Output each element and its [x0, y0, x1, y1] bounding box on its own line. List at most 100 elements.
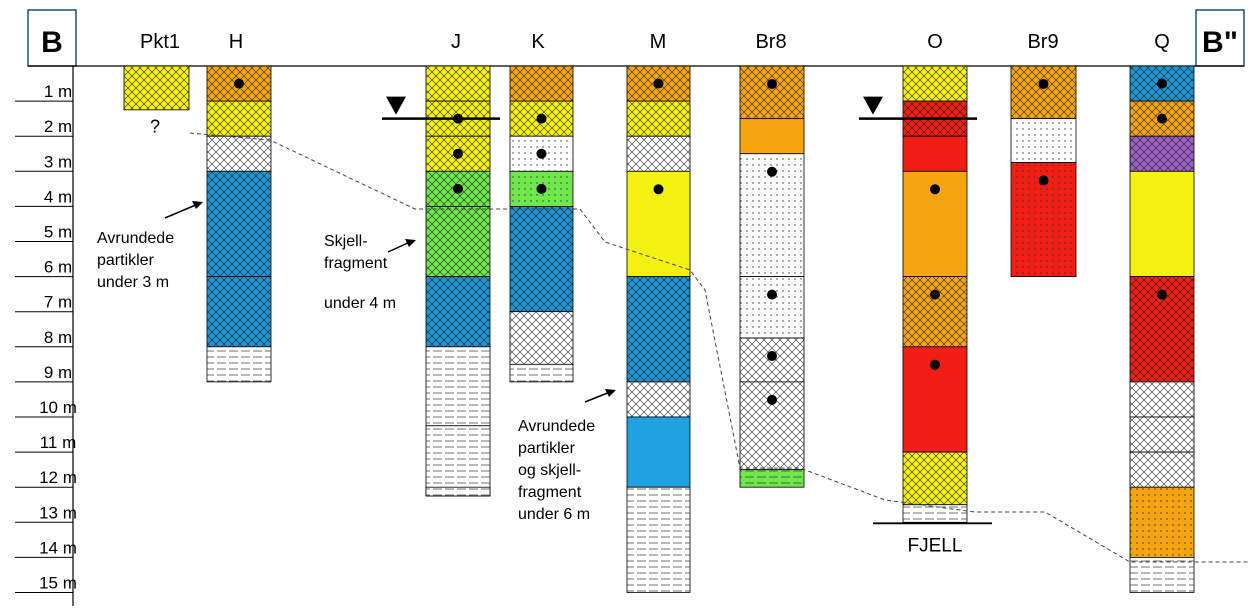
- borehole-q: Q: [1129, 31, 1195, 593]
- sample-point: [453, 183, 463, 194]
- sample-point: [930, 289, 940, 300]
- layer-pattern: [510, 206, 573, 312]
- layer-pattern: [426, 206, 490, 277]
- sample-point: [536, 113, 547, 124]
- layer-pattern: [903, 504, 967, 523]
- layer-pattern: [426, 276, 490, 347]
- layer-pattern: [426, 487, 490, 496]
- layer-pattern: [510, 66, 573, 102]
- borehole-name: Br9: [1027, 31, 1058, 53]
- annotation-line: og skjell-: [518, 462, 581, 479]
- end-label: B": [1202, 26, 1238, 59]
- sample-point: [653, 78, 664, 89]
- borehole-name: K: [531, 31, 545, 53]
- sample-point: [234, 78, 244, 89]
- sample-point: [767, 166, 777, 177]
- layer-pattern: [903, 452, 967, 505]
- sample-point: [767, 394, 777, 405]
- annotation-skjell-j: Skjell- fragment under 4 m: [324, 233, 396, 312]
- annotation-line: partikler: [518, 440, 576, 457]
- start-label: B: [41, 26, 63, 59]
- depth-label: 14 m: [39, 538, 77, 557]
- borehole-name: J: [451, 31, 461, 53]
- borehole-pkt1: Pkt1?: [123, 31, 190, 137]
- layer-pattern: [1130, 136, 1194, 172]
- depth-label: 6 m: [44, 258, 72, 277]
- arrow-m: [584, 389, 616, 403]
- layer-pattern: [627, 136, 690, 172]
- soil-layer: [902, 135, 968, 172]
- sample-point: [1038, 175, 1049, 186]
- depth-label: 11 m: [40, 433, 77, 452]
- sample-point: [930, 359, 940, 370]
- depth-label: 9 m: [44, 363, 72, 382]
- sample-point: [536, 148, 547, 159]
- bedrock-label: FJELL: [908, 535, 963, 556]
- layer-pattern: [627, 276, 690, 382]
- uncertain-marker: ?: [150, 117, 160, 137]
- layer-pattern: [207, 346, 271, 382]
- arrow-h: [164, 201, 203, 219]
- layer-pattern: [1130, 557, 1194, 593]
- water-level-icon: [386, 96, 406, 115]
- sample-point: [536, 183, 547, 194]
- depth-label: 2 m: [44, 117, 72, 136]
- annotation-line: Avrundede: [518, 418, 595, 435]
- borehole-o: O FJELL: [859, 31, 992, 556]
- depth-label: 12 m: [39, 468, 77, 487]
- borehole-name: O: [927, 31, 943, 53]
- sample-point: [1038, 79, 1049, 89]
- start-label-box: [27, 9, 77, 67]
- layer-pattern: [426, 425, 490, 496]
- borehole-name: Pkt1: [140, 31, 180, 53]
- layer-pattern: [903, 276, 967, 347]
- sample-point: [930, 184, 940, 195]
- layer-pattern: [740, 469, 804, 488]
- layer-pattern: [426, 66, 490, 102]
- sample-point: [1157, 289, 1167, 300]
- sample-point: [767, 79, 777, 89]
- annotation-line: under 4 m: [324, 295, 396, 312]
- water-level-icon: [863, 96, 883, 115]
- layer-pattern: [426, 346, 490, 426]
- borehole-br9: Br9: [1010, 31, 1077, 277]
- annotation-avrundede-m: Avrundede partikler og skjell- fragment …: [518, 418, 595, 523]
- layer-pattern: [207, 101, 271, 137]
- annotation-line: under 3 m: [97, 274, 169, 291]
- borehole-br8: Br8: [739, 31, 805, 488]
- sample-point: [453, 148, 463, 159]
- sample-point: [1157, 78, 1167, 89]
- depth-label: 7 m: [44, 293, 72, 312]
- sample-point: [767, 351, 777, 362]
- layer-pattern: [1130, 417, 1194, 453]
- depth-label: 8 m: [44, 328, 72, 347]
- depth-label: 4 m: [44, 187, 72, 206]
- layer-pattern: [740, 276, 804, 339]
- borehole-name: H: [229, 31, 243, 53]
- layer-pattern: [1130, 452, 1194, 488]
- depth-label: 10 m: [39, 398, 77, 417]
- layer-pattern: [1130, 487, 1194, 558]
- layer-pattern: [1011, 66, 1076, 119]
- sample-point: [767, 289, 777, 300]
- layer-pattern: [510, 311, 573, 365]
- layer-pattern: [627, 101, 690, 137]
- layer-pattern: [903, 66, 967, 102]
- layer-pattern: [207, 276, 271, 347]
- soil-layer: [739, 118, 805, 155]
- borehole-name: Q: [1154, 31, 1170, 53]
- layer-pattern: [1011, 118, 1076, 163]
- soil-layer: [626, 416, 691, 488]
- layer-pattern: [510, 364, 573, 382]
- depth-label: 3 m: [44, 152, 72, 171]
- annotation-line: Skjell-: [324, 233, 368, 250]
- annotation-line: Avrundede: [97, 230, 174, 247]
- bedrock-surface-line: [189, 132, 1250, 563]
- layer-pattern: [627, 381, 690, 417]
- depth-scale: 1 m2 m3 m4 m5 m6 m7 m8 m9 m10 m11 m12 m1…: [15, 66, 77, 606]
- depth-label: 1 m: [44, 82, 72, 101]
- borehole-h: H: [206, 31, 272, 383]
- layer-pattern: [740, 66, 804, 119]
- layer-pattern: [1130, 381, 1194, 417]
